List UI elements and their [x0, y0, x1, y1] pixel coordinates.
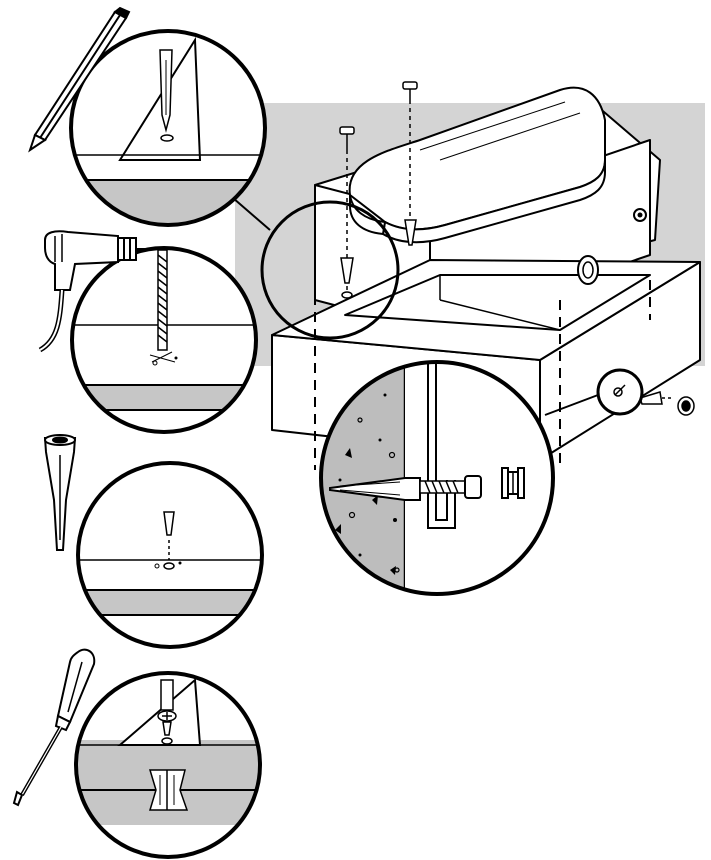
screwdriver-icon [12, 648, 96, 807]
step-4-detail [74, 671, 262, 859]
pencil-icon [28, 6, 131, 153]
wall-anchor [340, 219, 417, 299]
leader-lines [232, 197, 599, 416]
mounting-screw [339, 81, 418, 150]
step-3-detail [76, 461, 264, 649]
side-screw [639, 391, 695, 416]
mounted-unit [271, 86, 701, 470]
drill-icon [38, 230, 150, 353]
wall-anchor-icon [43, 434, 77, 551]
detail-callout-top [260, 200, 400, 340]
